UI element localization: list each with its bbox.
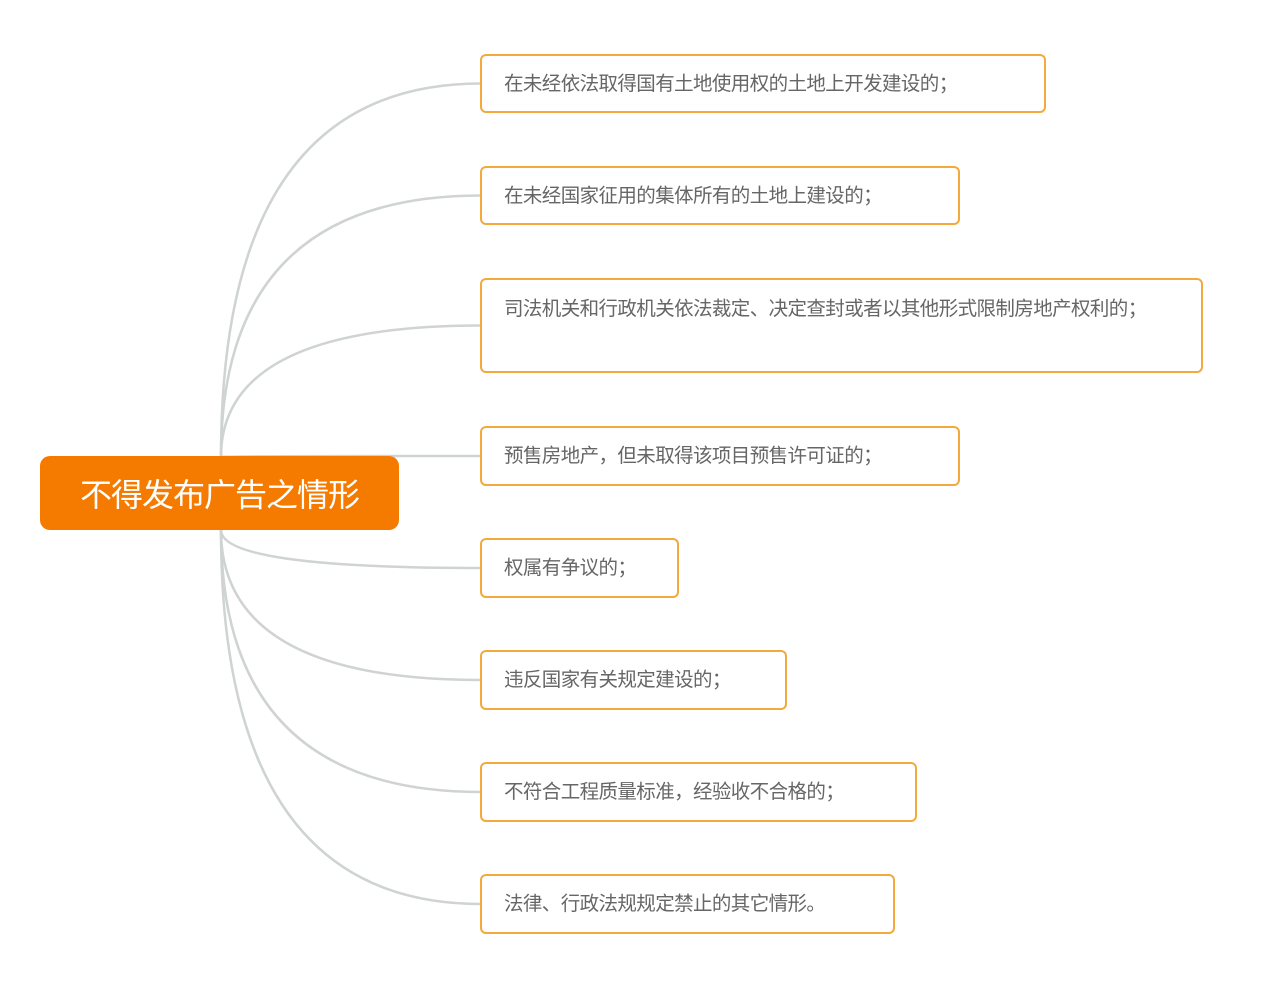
child-topic-label: 违反国家有关规定建设的； bbox=[504, 668, 731, 691]
child-topic-8[interactable]: 法律、行政法规规定禁止的其它情形。 bbox=[480, 874, 895, 934]
child-topic-2[interactable]: 在未经国家征用的集体所有的土地上建设的； bbox=[480, 166, 960, 225]
root-topic[interactable]: 不得发布广告之情形 bbox=[40, 456, 399, 530]
child-topic-label: 在未经依法取得国有土地使用权的土地上开发建设的； bbox=[504, 72, 958, 95]
connector-line-5 bbox=[219, 529, 482, 570]
child-topic-label: 不符合工程质量标准，经验收不合格的； bbox=[504, 780, 845, 803]
child-topic-1[interactable]: 在未经依法取得国有土地使用权的土地上开发建设的； bbox=[480, 54, 1046, 113]
child-topic-5[interactable]: 权属有争议的； bbox=[480, 538, 679, 598]
child-topic-label: 法律、行政法规规定禁止的其它情形。 bbox=[504, 892, 826, 915]
child-topic-6[interactable]: 违反国家有关规定建设的； bbox=[480, 650, 787, 710]
child-topic-4[interactable]: 预售房地产，但未取得该项目预售许可证的； bbox=[480, 426, 960, 486]
child-topic-label: 在未经国家征用的集体所有的土地上建设的； bbox=[504, 184, 883, 207]
child-topic-label: 预售房地产，但未取得该项目预售许可证的； bbox=[504, 444, 883, 467]
connector-line-2 bbox=[219, 194, 482, 458]
root-topic-label: 不得发布广告之情形 bbox=[79, 476, 360, 514]
connector-line-3 bbox=[219, 324, 482, 458]
connector-line-7 bbox=[219, 529, 482, 794]
connector-line-6 bbox=[219, 529, 482, 682]
connector-line-8 bbox=[219, 529, 482, 906]
child-topic-label: 司法机关和行政机关依法裁定、决定查封或者以其他形式限制房地产权利的； bbox=[504, 297, 1147, 320]
connector-line-1 bbox=[219, 82, 482, 458]
child-topic-label: 权属有争议的； bbox=[504, 556, 637, 579]
child-topic-7[interactable]: 不符合工程质量标准，经验收不合格的； bbox=[480, 762, 917, 822]
child-topic-3[interactable]: 司法机关和行政机关依法裁定、决定查封或者以其他形式限制房地产权利的； bbox=[480, 278, 1203, 373]
